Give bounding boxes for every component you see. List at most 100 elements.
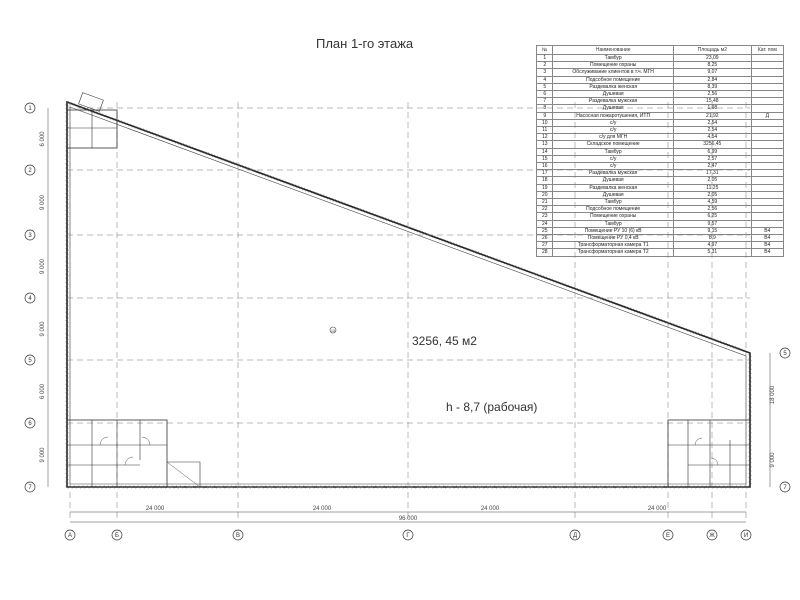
door-swing bbox=[694, 437, 703, 446]
room-name: Раздевалка мужская bbox=[552, 97, 674, 106]
sloped-wall-hatch bbox=[66, 100, 751, 355]
room-category bbox=[750, 176, 785, 185]
room-block-bottom-right bbox=[667, 419, 751, 488]
room-number: 6 bbox=[535, 90, 554, 99]
room-category bbox=[750, 190, 785, 200]
room-category: В4 bbox=[750, 226, 785, 236]
room-category bbox=[750, 154, 785, 164]
room-category: В4 bbox=[750, 248, 785, 257]
bottom-dimension-label: 24 000 bbox=[313, 506, 332, 512]
room-marker-circle bbox=[329, 326, 337, 334]
room-number: 27 bbox=[535, 241, 554, 250]
room-number: 8 bbox=[535, 104, 554, 113]
room-number: 20 bbox=[535, 190, 554, 200]
room-name: Помещение РУ 10 (6) кВ bbox=[552, 226, 674, 236]
room-number: 14 bbox=[535, 147, 554, 156]
room-number: 2 bbox=[535, 61, 554, 70]
room-marker-number: 13 bbox=[331, 329, 335, 333]
row-axis-bubble bbox=[24, 102, 36, 114]
room-name: Помещение охраны bbox=[552, 61, 674, 70]
door-swing bbox=[141, 436, 151, 446]
room-name: Подсобное помещение bbox=[552, 205, 674, 214]
room-number: 25 bbox=[535, 226, 554, 236]
bottom-dimension-label: 24 000 bbox=[481, 506, 500, 512]
room-name: Душевая bbox=[552, 190, 674, 200]
room-number: 16 bbox=[535, 162, 554, 171]
room-name: Обслуживание клиентов в т.ч. МГН bbox=[552, 68, 674, 77]
room-number: 9 bbox=[535, 111, 554, 120]
room-number: 4 bbox=[535, 75, 554, 84]
row-axis-label: 6 bbox=[28, 421, 32, 427]
column-axis-bubble bbox=[569, 529, 581, 541]
rooms-bottom-right bbox=[667, 419, 751, 488]
building-wall-triangle bbox=[66, 100, 751, 488]
row-axis-label: 5 bbox=[28, 358, 32, 364]
row-axis-label: 7 bbox=[28, 485, 32, 491]
left-dimension-label: 6 000 bbox=[40, 131, 46, 147]
row-axis-bubble-right bbox=[779, 481, 791, 493]
room-category bbox=[750, 162, 785, 171]
room-number: 1 bbox=[535, 53, 554, 63]
room-number: 18 bbox=[535, 176, 554, 185]
room-category bbox=[750, 133, 785, 142]
total-dimension-label: 96 000 bbox=[399, 516, 418, 522]
room-name: Душевая bbox=[552, 104, 674, 113]
row-axis-label-right: 7 bbox=[783, 485, 787, 491]
room-name: Подсобное помещение bbox=[552, 75, 674, 84]
room-name: Трансформаторная камера Т1 bbox=[552, 241, 674, 250]
structural-grid bbox=[67, 102, 750, 520]
room-name: с/у bbox=[552, 154, 674, 164]
column-axis-label: Е bbox=[666, 533, 670, 539]
room-name: с/у bbox=[552, 118, 674, 128]
row-axis-bubble bbox=[24, 417, 36, 429]
bottom-dimension-label: 24 000 bbox=[648, 506, 667, 512]
door-swing bbox=[124, 456, 134, 466]
room-category bbox=[750, 183, 785, 192]
room-number: 21 bbox=[535, 198, 554, 207]
room-category bbox=[750, 169, 785, 178]
ramp bbox=[167, 461, 201, 487]
room-category bbox=[750, 205, 785, 214]
left-dimension-label: 9 000 bbox=[40, 447, 46, 463]
column-axis-bubble bbox=[232, 529, 244, 541]
room-name: Тамбур bbox=[552, 53, 674, 63]
column-axis-label: И bbox=[744, 533, 748, 539]
ramp-slope bbox=[166, 461, 201, 488]
room-category: В4 bbox=[750, 241, 785, 250]
room-number: 28 bbox=[535, 248, 554, 257]
room-number: 13 bbox=[535, 140, 554, 149]
left-dimension-label: 9 000 bbox=[40, 194, 46, 210]
column-axis-label: Д bbox=[573, 533, 577, 539]
room-name: Тамбур bbox=[552, 198, 674, 207]
bottom-dimension-label: 24 000 bbox=[146, 506, 165, 512]
room-name: Насосная пожаротушения, ИТП bbox=[552, 111, 674, 120]
room-category bbox=[750, 212, 785, 221]
row-axis-bubble-right bbox=[779, 347, 791, 359]
room-number: 11 bbox=[535, 126, 554, 135]
room-category bbox=[750, 140, 785, 149]
room-name: Раздевалка женская bbox=[552, 183, 674, 192]
room-category bbox=[750, 147, 785, 156]
